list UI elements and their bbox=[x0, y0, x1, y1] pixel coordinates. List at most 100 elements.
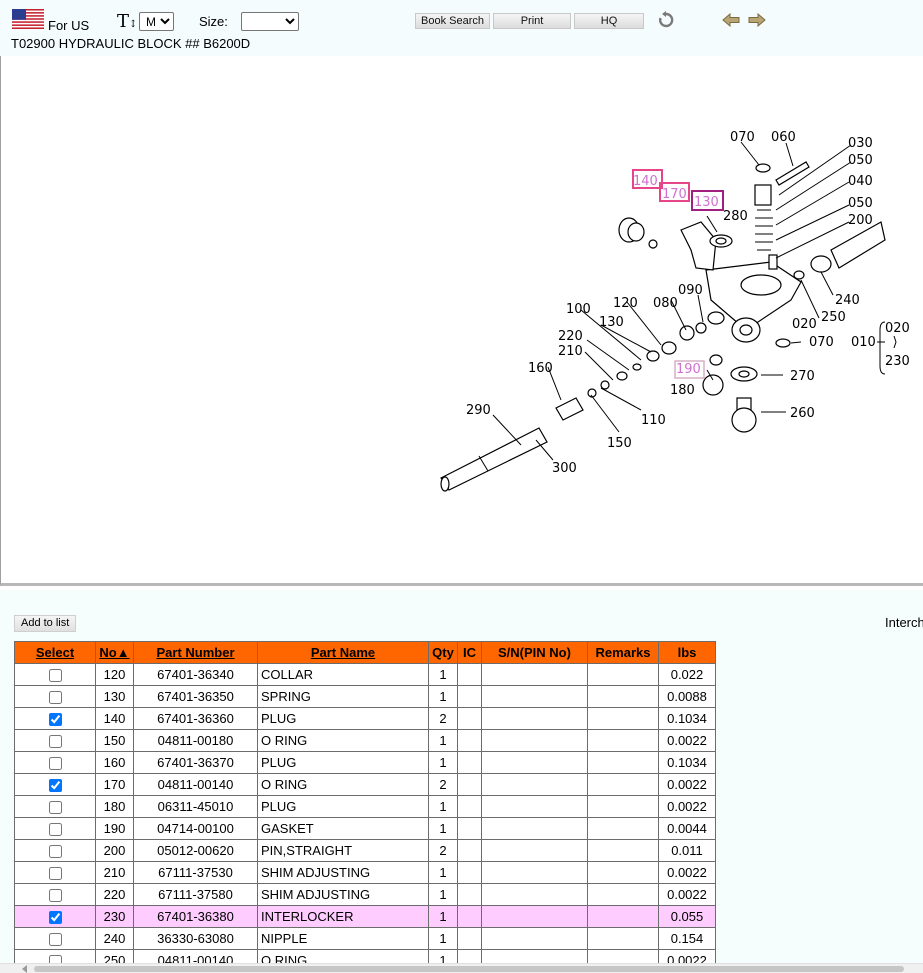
select-checkbox[interactable] bbox=[48, 845, 62, 859]
qty-cell: 1 bbox=[428, 927, 458, 950]
qty-cell: 1 bbox=[428, 883, 458, 906]
select-checkbox[interactable] bbox=[48, 713, 62, 727]
col-no-header[interactable]: No▲ bbox=[95, 641, 134, 664]
callout-label[interactable]: 080 bbox=[653, 296, 678, 311]
col-part-number-header[interactable]: Part Number bbox=[133, 641, 258, 664]
select-checkbox[interactable] bbox=[48, 823, 62, 837]
select-checkbox[interactable] bbox=[48, 889, 62, 903]
part-number-cell: 67401-36360 bbox=[133, 707, 258, 730]
callout-label[interactable]: 240 bbox=[835, 293, 860, 308]
callout-label[interactable]: 200 bbox=[848, 213, 873, 228]
callout-label[interactable]: 110 bbox=[641, 413, 666, 428]
forward-arrow-icon[interactable] bbox=[748, 13, 766, 27]
callout-label[interactable]: 120 bbox=[613, 296, 638, 311]
callout-label[interactable]: 020 bbox=[792, 317, 817, 332]
callout-label[interactable]: 250 bbox=[821, 310, 846, 325]
part-number-cell: 67401-36340 bbox=[133, 663, 258, 686]
interchange-link[interactable]: Interch bbox=[885, 615, 923, 630]
part-name-cell: O RING bbox=[257, 729, 429, 752]
col-select-header[interactable]: Select bbox=[14, 641, 96, 664]
remarks-cell bbox=[587, 839, 659, 862]
select-checkbox[interactable] bbox=[48, 801, 62, 815]
callout-label-highlighted[interactable]: 130 bbox=[694, 195, 719, 210]
callout-label[interactable]: 100 bbox=[566, 302, 591, 317]
part-no-cell: 220 bbox=[95, 883, 134, 906]
sn-cell bbox=[481, 707, 588, 730]
part-name-cell: SHIM ADJUSTING bbox=[257, 883, 429, 906]
back-arrow-icon[interactable] bbox=[722, 13, 740, 27]
callout-label-highlighted[interactable]: 140 bbox=[633, 174, 658, 189]
refresh-icon[interactable] bbox=[658, 11, 674, 29]
callout-label[interactable]: 150 bbox=[607, 436, 632, 451]
select-checkbox[interactable] bbox=[48, 735, 62, 749]
select-checkbox[interactable] bbox=[48, 757, 62, 771]
select-checkbox[interactable] bbox=[48, 691, 62, 705]
book-search-button[interactable]: Book Search bbox=[415, 13, 490, 29]
callout-label[interactable]: 180 bbox=[670, 383, 695, 398]
text-size-icon[interactable]: T↕ bbox=[117, 11, 138, 32]
callout-label[interactable]: 280 bbox=[723, 209, 748, 224]
callout-label[interactable]: 160 bbox=[528, 361, 553, 376]
callout-label[interactable]: 090 bbox=[678, 283, 703, 298]
select-checkbox[interactable] bbox=[48, 933, 62, 947]
remarks-cell bbox=[587, 927, 659, 950]
part-number-cell: 04714-00100 bbox=[133, 817, 258, 840]
callout-label[interactable]: 210 bbox=[558, 344, 583, 359]
callout-label[interactable]: 290 bbox=[466, 403, 491, 418]
horizontal-scrollbar[interactable] bbox=[0, 963, 923, 973]
select-checkbox[interactable] bbox=[48, 911, 62, 925]
callout-label[interactable]: 050 bbox=[848, 196, 873, 211]
callout-label[interactable]: 050 bbox=[848, 153, 873, 168]
add-to-list-button[interactable]: Add to list bbox=[14, 615, 77, 632]
part-name-cell: COLLAR bbox=[257, 663, 429, 686]
sn-cell bbox=[481, 751, 588, 774]
callout-label[interactable]: 230 bbox=[885, 354, 910, 369]
callout-label-highlighted[interactable]: 190 bbox=[676, 362, 701, 377]
col-part-name-header[interactable]: Part Name bbox=[257, 641, 429, 664]
select-cell bbox=[14, 773, 96, 796]
callout-highlight-box bbox=[674, 360, 705, 379]
part-no-cell: 200 bbox=[95, 839, 134, 862]
callout-label[interactable]: 300 bbox=[552, 461, 577, 476]
select-checkbox[interactable] bbox=[48, 867, 62, 881]
callout-label[interactable]: 040 bbox=[848, 174, 873, 189]
callout-label[interactable]: 030 bbox=[848, 136, 873, 151]
lbs-cell: 0.0022 bbox=[658, 795, 716, 818]
callout-label[interactable]: 270 bbox=[790, 369, 815, 384]
callout-label[interactable]: 070 bbox=[809, 335, 834, 350]
part-name-cell: SHIM ADJUSTING bbox=[257, 861, 429, 884]
size-select[interactable] bbox=[241, 12, 299, 31]
callout-label[interactable]: 010 bbox=[851, 335, 876, 350]
callout-label[interactable]: 220 bbox=[558, 329, 583, 344]
font-size-select[interactable]: M bbox=[139, 12, 174, 31]
remarks-cell bbox=[587, 883, 659, 906]
hq-button[interactable]: HQ bbox=[574, 13, 644, 29]
callout-label[interactable]: 130 bbox=[599, 315, 624, 330]
scroll-left-icon[interactable] bbox=[22, 965, 27, 973]
scrollbar-thumb[interactable] bbox=[34, 966, 904, 972]
select-checkbox[interactable] bbox=[48, 669, 62, 683]
qty-cell: 2 bbox=[428, 839, 458, 862]
callout-label-highlighted[interactable]: 170 bbox=[662, 187, 687, 202]
select-checkbox[interactable] bbox=[48, 779, 62, 793]
print-button[interactable]: Print bbox=[493, 13, 571, 29]
callout-label[interactable]: 060 bbox=[771, 130, 796, 145]
qty-cell: 1 bbox=[428, 729, 458, 752]
callout-label[interactable]: 070 bbox=[730, 130, 755, 145]
callout-label[interactable]: 260 bbox=[790, 406, 815, 421]
callout-label[interactable]: 020 bbox=[885, 321, 910, 336]
lbs-cell: 0.0022 bbox=[658, 861, 716, 884]
